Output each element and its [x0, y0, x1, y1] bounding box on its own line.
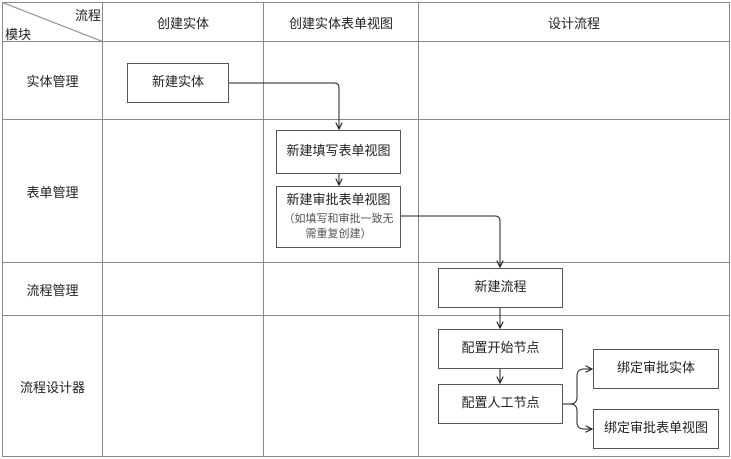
- node-new-entity-label: 新建实体: [151, 75, 204, 91]
- row-label-entity-management: 实体管理: [26, 75, 79, 90]
- node-new-fill-form-view: 新建填写表单视图: [276, 130, 401, 174]
- node-new-approval-form-view-label: 新建审批表单视图: [286, 193, 391, 209]
- node-new-entity: 新建实体: [127, 63, 229, 103]
- node-new-approval-form-view-note-1: （如填写和审批一致无: [283, 211, 394, 225]
- corner-top-label: 流程: [74, 9, 101, 24]
- edge-entity-to-fill-form: [228, 82, 339, 129]
- column-header-create-entity: 创建实体: [156, 16, 209, 32]
- edge-approval-form-to-flow: [400, 215, 500, 267]
- column-header-design-flow: 设计流程: [547, 16, 600, 32]
- node-config-manual-label: 配置人工节点: [461, 396, 540, 412]
- node-bind-approval-form-view-label: 绑定审批表单视图: [603, 421, 708, 437]
- row-label-flow-designer: 流程设计器: [19, 380, 85, 396]
- node-new-approval-form-view: 新建审批表单视图 （如填写和审批一致无 需重复创建）: [276, 186, 401, 248]
- row-label-form-management: 表单管理: [26, 185, 79, 201]
- edge-to-bind-form: [569, 403, 592, 429]
- node-bind-approval-form-view: 绑定审批表单视图: [593, 409, 719, 449]
- corner-diagonal: [2, 2, 103, 42]
- corner-bottom-label: 模块: [5, 28, 32, 43]
- node-config-manual: 配置人工节点: [438, 384, 563, 424]
- node-bind-approval-entity-label: 绑定审批实体: [616, 361, 695, 377]
- edge-to-bind-entity: [569, 369, 592, 405]
- row-label-flow-management: 流程管理: [26, 283, 79, 299]
- node-new-fill-form-view-label: 新建填写表单视图: [286, 144, 391, 160]
- column-header-create-form-view: 创建实体表单视图: [288, 16, 393, 32]
- node-new-flow: 新建流程: [438, 268, 563, 308]
- node-bind-approval-entity: 绑定审批实体: [593, 349, 719, 389]
- node-new-flow-label: 新建流程: [474, 280, 527, 296]
- node-config-start: 配置开始节点: [438, 329, 563, 369]
- node-config-start-label: 配置开始节点: [461, 341, 540, 357]
- node-new-approval-form-view-note-2: 需重复创建）: [305, 226, 372, 240]
